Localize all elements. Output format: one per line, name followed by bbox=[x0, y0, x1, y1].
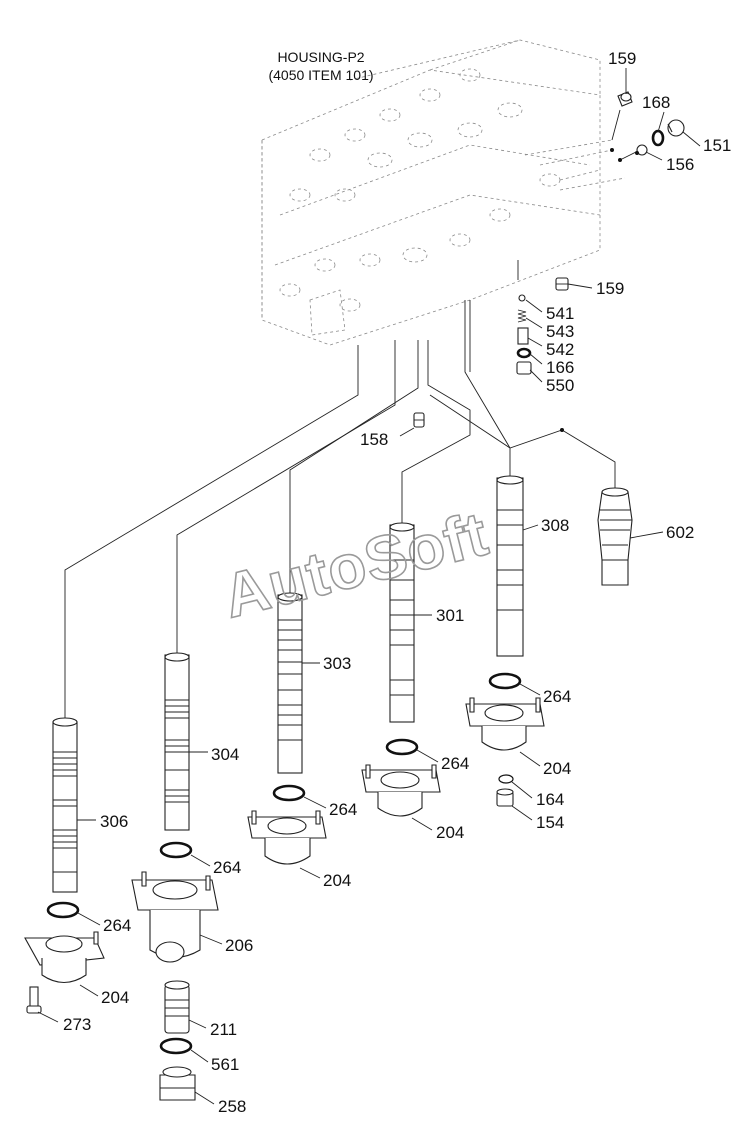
ball-541[interactable] bbox=[518, 294, 526, 302]
label-273: 273 bbox=[63, 1015, 91, 1034]
spring-543[interactable] bbox=[517, 309, 527, 323]
label-159-top: 159 bbox=[608, 49, 636, 68]
plug-156[interactable] bbox=[635, 144, 648, 156]
housing-outline bbox=[261, 39, 601, 346]
oring-166[interactable] bbox=[516, 347, 532, 359]
label-204-d: 204 bbox=[543, 759, 571, 778]
oring-264-a[interactable] bbox=[46, 901, 80, 919]
cover-204-b[interactable] bbox=[247, 810, 327, 865]
label-264-a: 264 bbox=[103, 916, 131, 935]
oring-561[interactable] bbox=[159, 1037, 193, 1055]
label-168: 168 bbox=[642, 93, 670, 112]
label-301: 301 bbox=[436, 606, 464, 625]
oring-264-b[interactable] bbox=[159, 841, 193, 859]
label-542: 542 bbox=[546, 340, 574, 359]
cover-204-c[interactable] bbox=[361, 764, 441, 817]
oring-264-c[interactable] bbox=[272, 784, 306, 802]
label-158: 158 bbox=[360, 430, 388, 449]
label-308: 308 bbox=[541, 516, 569, 535]
label-151: 151 bbox=[703, 136, 731, 155]
center-lines bbox=[64, 109, 641, 725]
label-550: 550 bbox=[546, 376, 574, 395]
label-211: 211 bbox=[210, 1020, 237, 1039]
plug-159-lower[interactable] bbox=[555, 277, 569, 291]
oring-264-d[interactable] bbox=[385, 738, 419, 756]
label-264-b: 264 bbox=[213, 858, 241, 877]
label-541: 541 bbox=[546, 304, 574, 323]
label-258: 258 bbox=[218, 1097, 246, 1116]
housing-title: HOUSING-P2 bbox=[277, 49, 364, 65]
label-264-d: 264 bbox=[441, 754, 469, 773]
cover-204-a[interactable] bbox=[24, 931, 105, 984]
label-204-a: 204 bbox=[101, 988, 129, 1007]
plug-550[interactable] bbox=[516, 361, 532, 375]
label-164: 164 bbox=[536, 790, 564, 809]
plug-159-top[interactable] bbox=[617, 91, 633, 107]
spool-303[interactable] bbox=[277, 592, 303, 774]
plug-211[interactable] bbox=[164, 980, 190, 1034]
label-304: 304 bbox=[211, 745, 239, 764]
seat-542[interactable] bbox=[517, 327, 529, 345]
spool-301[interactable] bbox=[389, 522, 415, 723]
label-204-c: 204 bbox=[436, 823, 464, 842]
label-303: 303 bbox=[323, 654, 351, 673]
cover-204-d[interactable] bbox=[465, 697, 545, 751]
label-159-lower: 159 bbox=[596, 279, 624, 298]
label-543: 543 bbox=[546, 322, 574, 341]
label-156: 156 bbox=[666, 155, 694, 174]
bolt-273[interactable] bbox=[26, 986, 42, 1014]
label-264-e: 264 bbox=[543, 687, 571, 706]
label-264-c: 264 bbox=[329, 800, 357, 819]
plug-154[interactable] bbox=[496, 788, 514, 807]
spool-304[interactable] bbox=[164, 652, 190, 831]
oring-168[interactable] bbox=[651, 129, 665, 147]
check-164[interactable] bbox=[498, 774, 514, 784]
label-204-b: 204 bbox=[323, 871, 351, 890]
label-561: 561 bbox=[211, 1055, 239, 1074]
label-206: 206 bbox=[225, 936, 253, 955]
plug-151[interactable] bbox=[667, 119, 685, 137]
spool-308[interactable] bbox=[496, 475, 524, 657]
label-leaders bbox=[37, 68, 701, 1105]
housing-item-note: (4050 ITEM 101) bbox=[268, 67, 373, 83]
cartridge-602[interactable] bbox=[597, 487, 633, 586]
plug-158[interactable] bbox=[413, 412, 425, 428]
cover-206[interactable] bbox=[131, 871, 219, 963]
oring-264-e[interactable] bbox=[488, 672, 522, 690]
label-154: 154 bbox=[536, 813, 564, 832]
label-602: 602 bbox=[666, 523, 694, 542]
plug-258[interactable] bbox=[159, 1066, 196, 1101]
label-306: 306 bbox=[100, 812, 128, 831]
spool-306[interactable] bbox=[52, 717, 78, 893]
label-166: 166 bbox=[546, 358, 574, 377]
